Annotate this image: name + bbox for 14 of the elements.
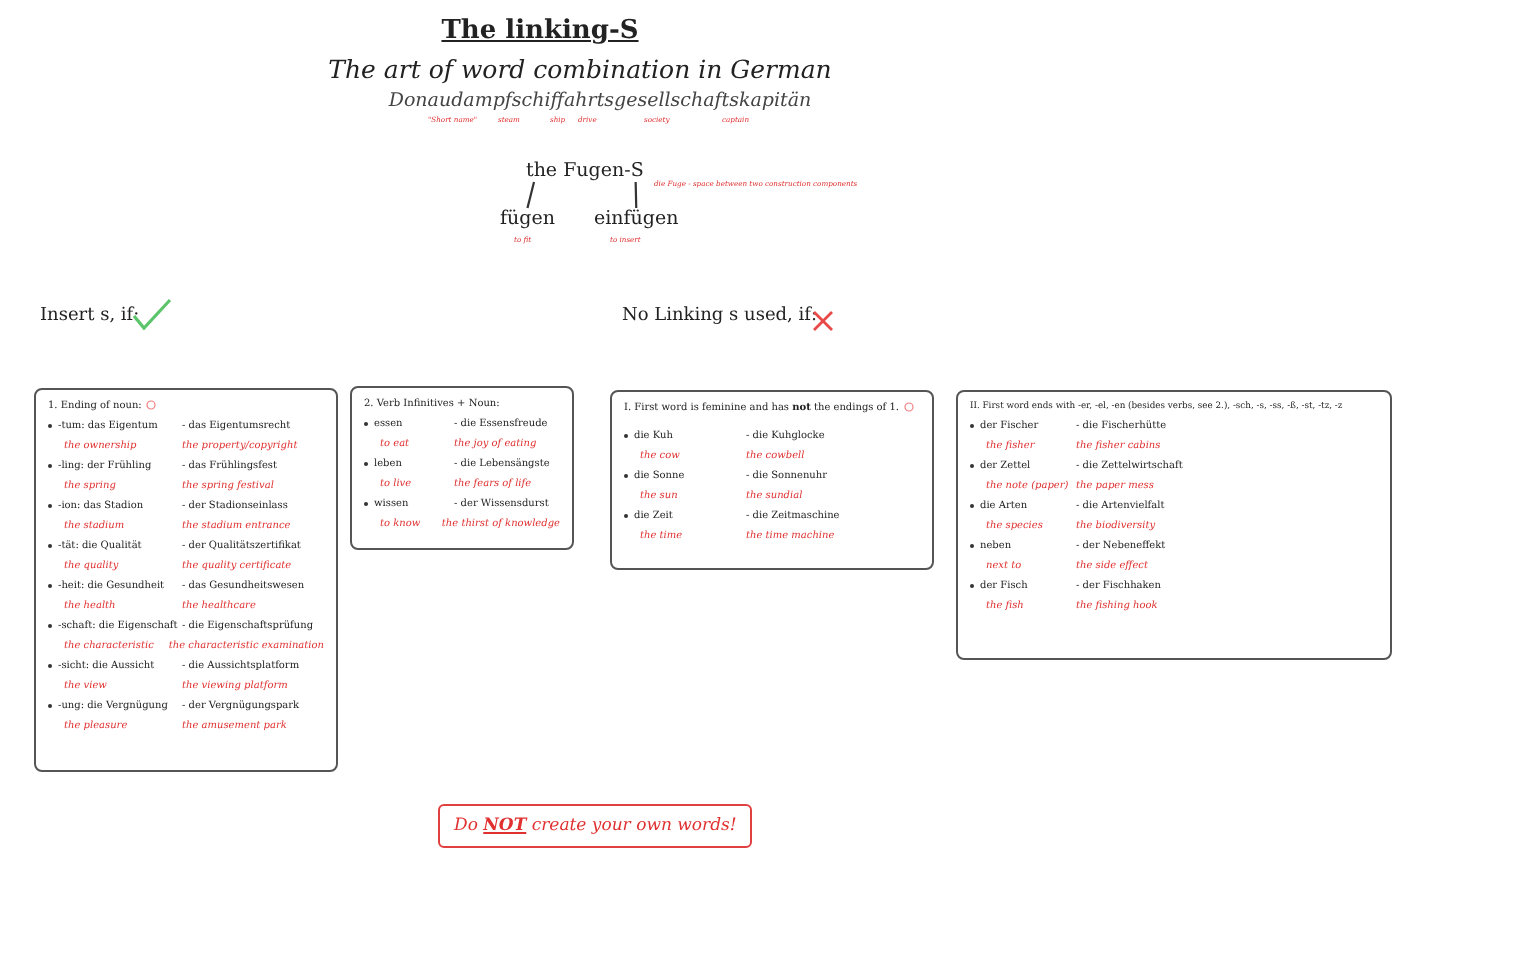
connector-line (634, 181, 638, 209)
subtitle: The art of word combination in German (326, 54, 834, 84)
rule-card (34, 388, 338, 772)
rule-card (610, 390, 934, 570)
word-label: the Fugen-S (526, 160, 644, 182)
connector-line (526, 181, 536, 209)
title: The linking-S (439, 16, 641, 46)
rule-card (350, 386, 574, 550)
section-heading: No Linking s used, if: (622, 306, 818, 326)
warning-box: Do NOT create your own words! (438, 804, 753, 848)
rule-card (956, 390, 1392, 660)
compound-word: Donaudampfschiffahrtsgesellschaftskapitän (386, 90, 814, 112)
word-label: fügen (500, 208, 555, 230)
word-label: einfügen (594, 208, 679, 230)
